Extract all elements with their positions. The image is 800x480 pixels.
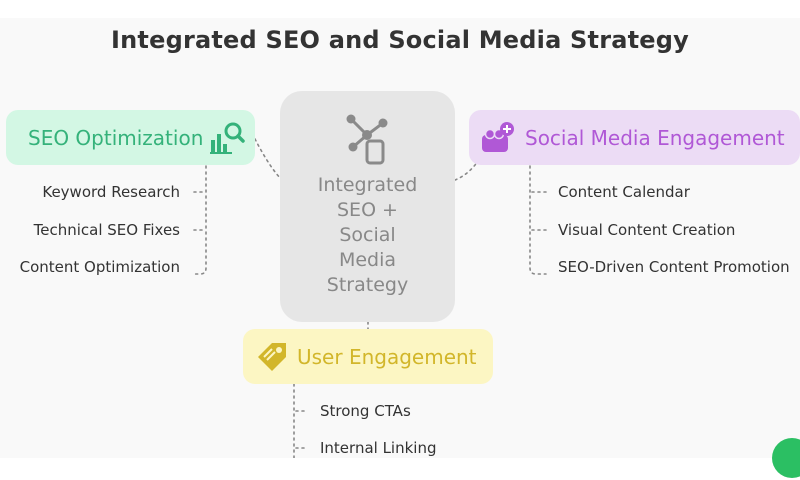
chart-search-icon: [210, 122, 245, 154]
diagram-canvas: Integrated SEO and Social Media Strategy: [0, 18, 800, 458]
center-label-line: Integrated: [317, 174, 418, 196]
diagram-title: Integrated SEO and Social Media Strategy: [111, 26, 689, 54]
seo-optimization-label: SEO Optimization: [28, 125, 204, 150]
social-item: Content Calendar: [558, 183, 690, 201]
tag-icon: [258, 342, 286, 371]
social-media-engagement-node: Social Media Engagement: [469, 110, 800, 165]
center-label-line: SEO +: [337, 199, 398, 221]
user-item: Internal Linking: [320, 439, 437, 457]
connector-seo-items: [193, 165, 207, 275]
people-plus-icon: [482, 121, 514, 152]
chat-bubble-icon[interactable]: [772, 438, 800, 478]
social-item: Visual Content Creation: [558, 221, 736, 239]
connector-lines: [193, 138, 547, 458]
social-item: SEO-Driven Content Promotion: [558, 258, 790, 276]
center-label-line: Strategy: [326, 274, 409, 296]
seo-optimization-node: SEO Optimization: [6, 110, 255, 165]
connector-social-items: [529, 165, 547, 275]
seo-item: Content Optimization: [19, 258, 180, 276]
center-label: Integrated SEO + Social Media Strategy: [290, 173, 445, 298]
social-media-engagement-label: Social Media Engagement: [525, 125, 785, 150]
seo-item: Technical SEO Fixes: [33, 221, 180, 239]
network-share-icon: [346, 114, 388, 165]
user-item: Strong CTAs: [320, 402, 411, 420]
user-engagement-node: User Engagement: [243, 329, 493, 384]
center-label-line: Social: [339, 224, 396, 246]
center-node: Integrated SEO + Social Media Strategy: [280, 91, 455, 322]
connector-seo-center: [254, 138, 283, 181]
user-engagement-label: User Engagement: [297, 344, 477, 369]
seo-item: Keyword Research: [42, 183, 180, 201]
center-label-line: Media: [338, 249, 397, 271]
